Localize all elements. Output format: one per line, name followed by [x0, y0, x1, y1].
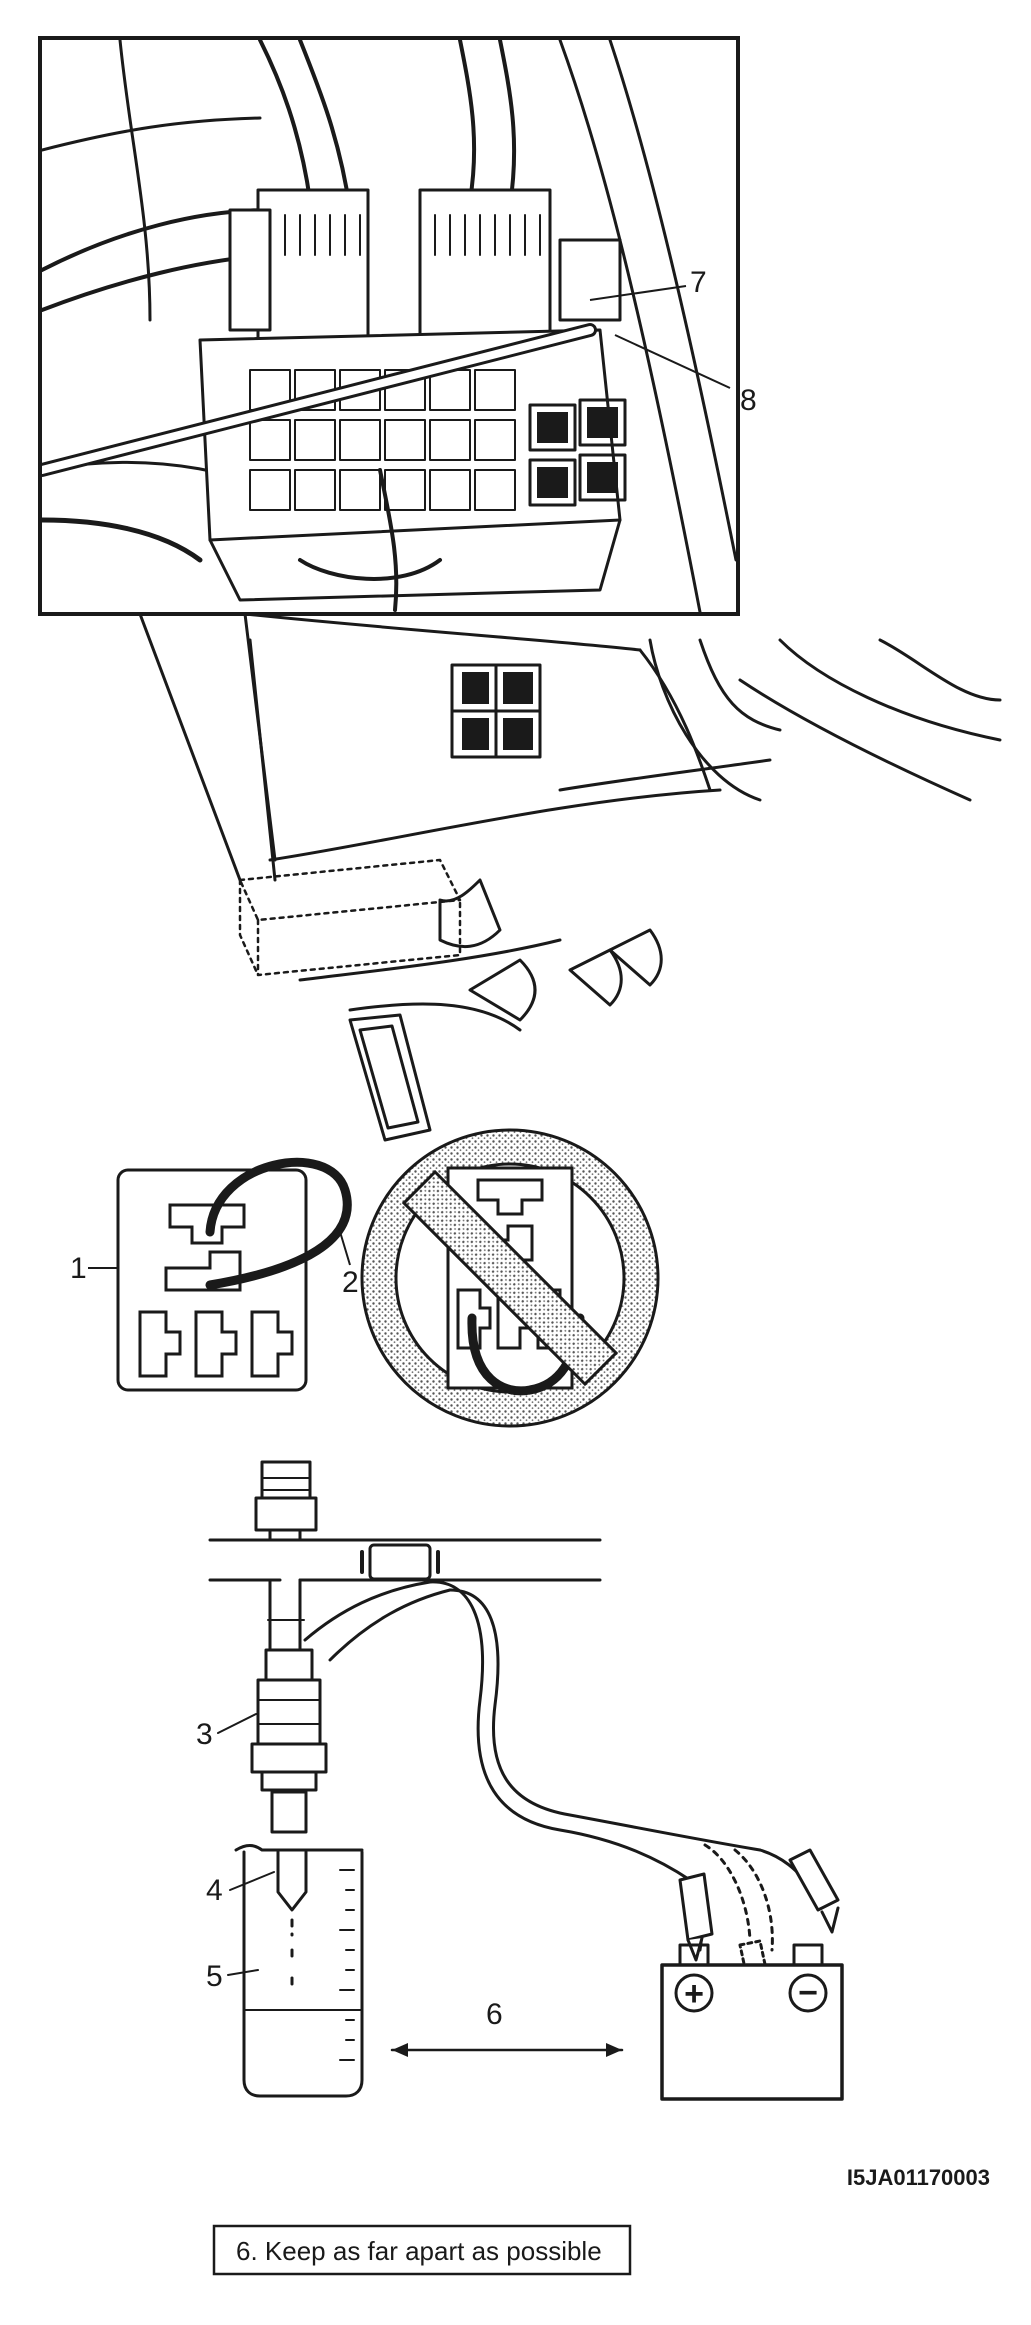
terminal-lower-mid: [194, 1310, 238, 1378]
callout-5: 5: [206, 1960, 223, 1993]
terminal-middle: [164, 1250, 242, 1292]
callout-8: 8: [740, 384, 757, 417]
prohibition-slash: [401, 1169, 619, 1387]
callout-7: 7: [690, 266, 707, 299]
relay-connector-face: [116, 1168, 308, 1392]
legend-item-6: 6. Keep as far apart as possible: [236, 2236, 602, 2266]
battery-positive-symbol: +: [684, 1975, 704, 2013]
graduated-cylinder: [242, 1850, 364, 2098]
legend-box: 6. Keep as far apart as possible: [212, 2224, 632, 2276]
figure-code: I5JA01170003: [847, 2165, 990, 2190]
battery-positive: [674, 1973, 714, 2013]
leader-8: [614, 334, 731, 389]
relay-box-inset: 7 8: [38, 36, 757, 616]
callout-4: 4: [206, 1874, 223, 1907]
callout-2: 2: [342, 1266, 359, 1299]
battery-negative: [788, 1973, 828, 2013]
battery-negative-symbol: −: [798, 1974, 818, 2012]
terminal-lower-left: [138, 1310, 182, 1378]
injector-test: [208, 1460, 844, 2101]
jumper-wrong: [360, 1128, 660, 1428]
callout-6: 6: [486, 1998, 503, 2031]
callout-3: 3: [196, 1718, 213, 1751]
terminal-lower-right: [250, 1310, 294, 1378]
dashboard-view: [138, 612, 1002, 1142]
jumper-correct: 1 2: [70, 1157, 359, 1392]
callout-1: 1: [70, 1252, 87, 1285]
jumper-wire: [205, 1157, 352, 1290]
terminal-upper: [168, 1203, 246, 1245]
leader-7: [589, 285, 687, 301]
